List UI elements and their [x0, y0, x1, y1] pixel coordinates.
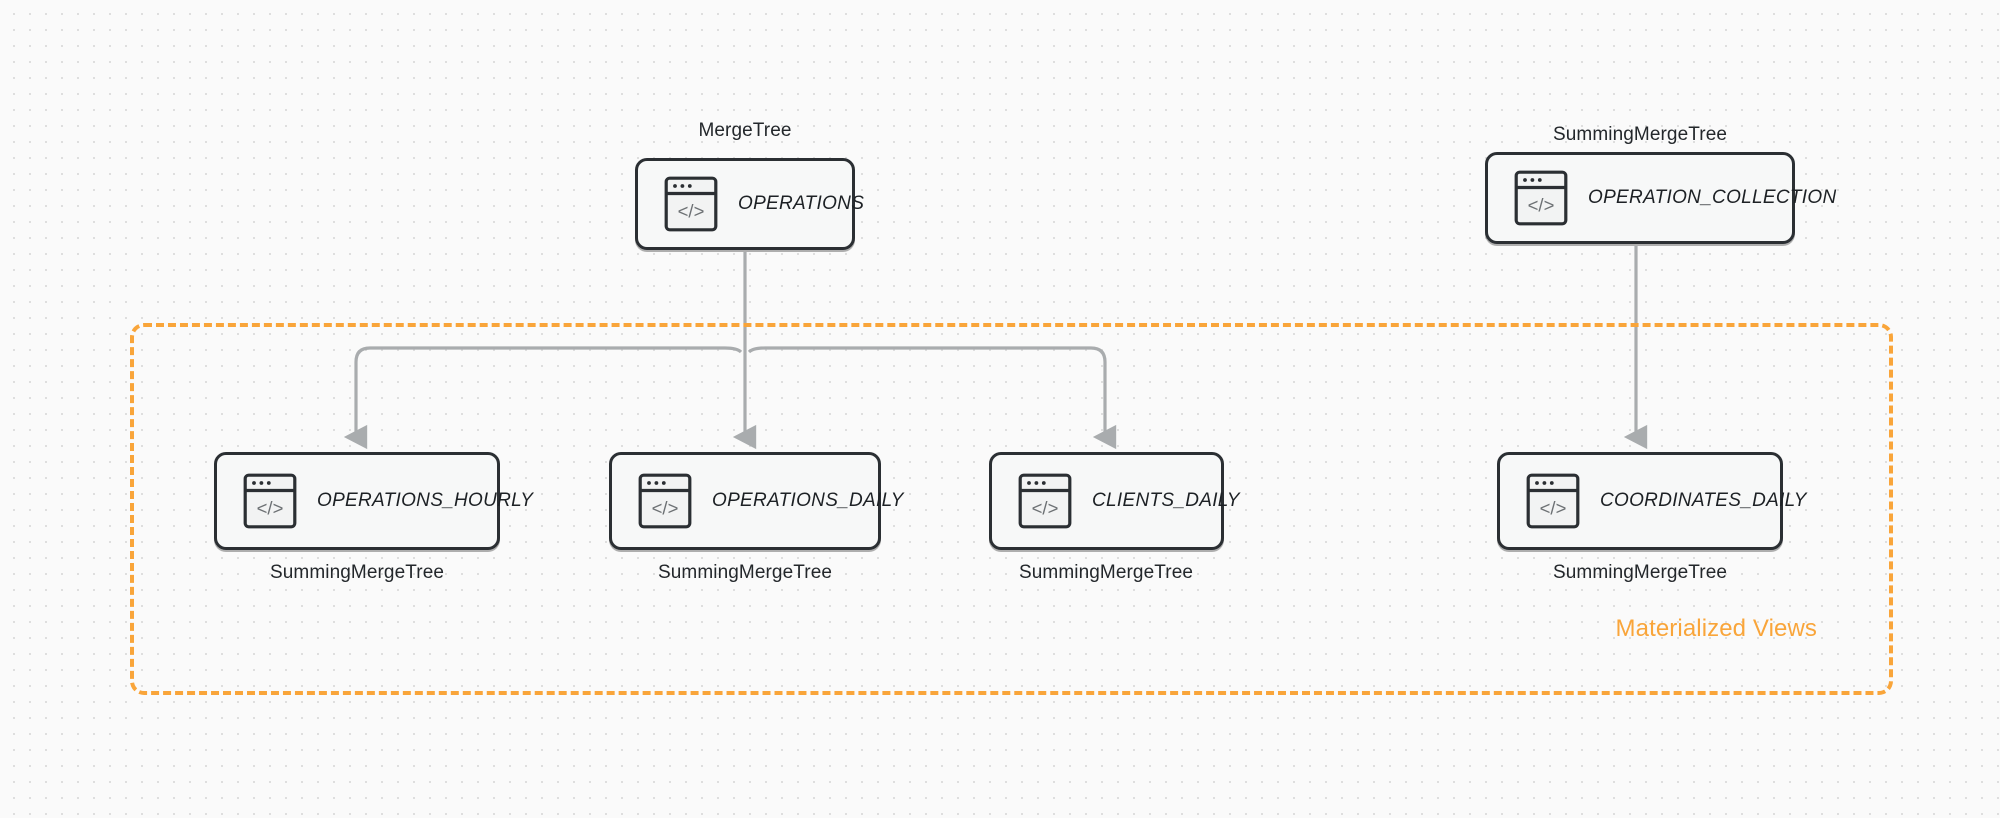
engine-caption-operation-collection: SummingMergeTree [1552, 124, 1728, 145]
node-operations-daily[interactable]: </> OPERATIONS_DAILY [609, 452, 903, 550]
node-label: OPERATION_COLLECTION [1588, 187, 1837, 208]
engine-caption-operations: MergeTree [698, 120, 792, 141]
node-label: COORDINATES_DAILY [1600, 490, 1807, 511]
materialized-views-group: Materialized Views [130, 323, 1893, 695]
svg-text:</>: </> [678, 201, 705, 222]
node-operations-hourly[interactable]: </> OPERATIONS_HOURLY [214, 452, 533, 550]
code-window-icon: </> [664, 176, 718, 232]
materialized-views-label: Materialized Views [1615, 615, 1817, 642]
engine-caption-clients-daily: SummingMergeTree [1018, 562, 1194, 583]
node-operations[interactable]: </> OPERATIONS [635, 158, 864, 250]
node-label: OPERATIONS [738, 193, 865, 214]
svg-text:</>: </> [1540, 498, 1567, 519]
node-label: OPERATIONS_DAILY [712, 490, 904, 511]
code-window-icon: </> [243, 473, 297, 529]
svg-text:</>: </> [1032, 498, 1059, 519]
svg-text:</>: </> [1528, 195, 1555, 216]
code-window-icon: </> [1514, 170, 1568, 226]
engine-caption-operations-daily: SummingMergeTree [657, 562, 833, 583]
node-operation-collection[interactable]: </> OPERATION_COLLECTION [1485, 152, 1836, 244]
node-label: OPERATIONS_HOURLY [317, 490, 534, 511]
node-clients-daily[interactable]: </> CLIENTS_DAILY [989, 452, 1240, 550]
svg-text:</>: </> [652, 498, 679, 519]
engine-caption-operations-hourly: SummingMergeTree [269, 562, 445, 583]
code-window-icon: </> [638, 473, 692, 529]
node-label: CLIENTS_DAILY [1092, 490, 1240, 511]
code-window-icon: </> [1526, 473, 1580, 529]
node-coordinates-daily[interactable]: </> COORDINATES_DAILY [1497, 452, 1806, 550]
engine-caption-coordinates-daily: SummingMergeTree [1552, 562, 1728, 583]
code-window-icon: </> [1018, 473, 1072, 529]
svg-text:</>: </> [257, 498, 284, 519]
